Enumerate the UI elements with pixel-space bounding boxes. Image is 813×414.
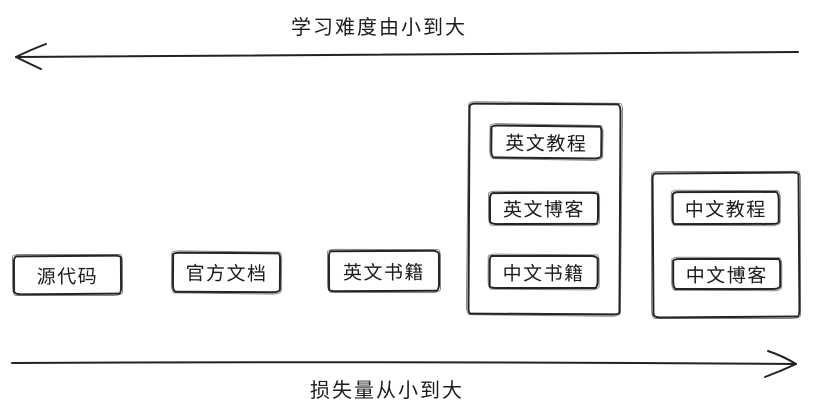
loss-amount-axis-label: 损失量从小到大	[310, 380, 464, 402]
left-arrow-icon	[15, 43, 799, 70]
node-label: 官方文档	[185, 263, 268, 286]
node-label: 中文书籍	[502, 263, 585, 285]
learning-difficulty-axis-label: 学习难度由小到大	[291, 17, 467, 39]
node-english-blogs: 英文博客	[488, 191, 600, 226]
node-chinese-blogs: 中文博客	[672, 257, 782, 291]
node-label: 英文教程	[505, 133, 588, 155]
node-official-docs: 官方文档	[171, 251, 282, 294]
group-english-content: 英文教程 英文博客 中文书籍	[467, 102, 622, 316]
group-chinese-content: 中文教程 中文博客	[651, 171, 801, 319]
node-label: 中文教程	[684, 199, 767, 221]
node-label: 中文博客	[685, 265, 768, 287]
node-english-tutorials: 英文教程	[490, 124, 603, 160]
node-label: 源代码	[36, 266, 99, 288]
node-chinese-tutorials: 中文教程	[671, 190, 780, 226]
node-source-code: 源代码	[12, 254, 123, 296]
node-english-books: 英文书籍	[327, 249, 441, 293]
node-chinese-books: 中文书籍	[488, 254, 599, 290]
node-label: 英文博客	[502, 199, 586, 222]
node-label: 英文书籍	[342, 262, 426, 284]
right-arrow-icon	[11, 350, 797, 378]
